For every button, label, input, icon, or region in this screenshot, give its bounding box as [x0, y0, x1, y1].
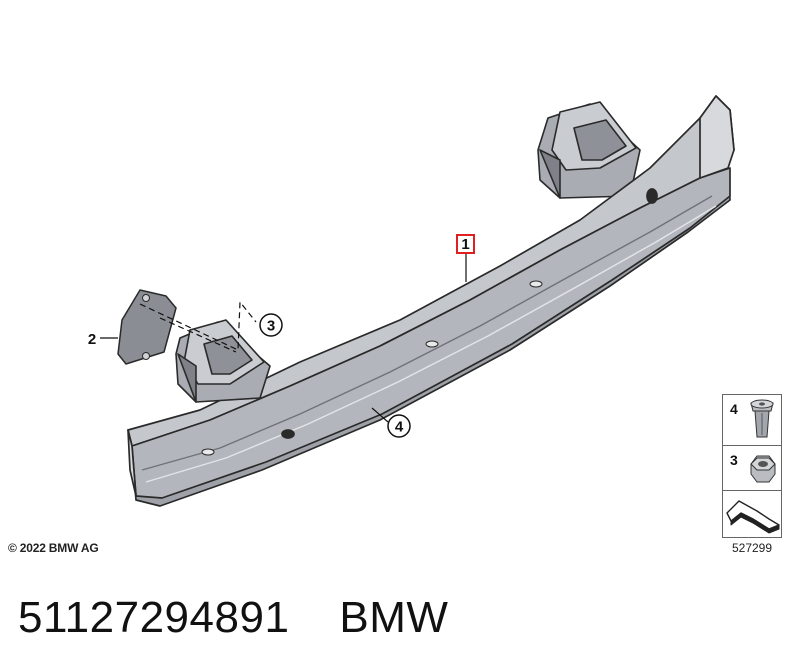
callout-3: 3: [259, 313, 283, 337]
left-crash-box: [175, 319, 271, 403]
right-crash-box: [537, 101, 641, 199]
callout-3-number: 3: [267, 318, 275, 335]
callout-1-highlight-box: [456, 234, 475, 254]
callout-2-number: 2: [88, 331, 96, 348]
callout-1-number: 1: [461, 236, 469, 253]
diagram-id: 527299: [731, 541, 773, 555]
brand-name: BMW: [339, 593, 449, 642]
callout-4-number: 4: [395, 419, 404, 436]
orientation-arrow-icon: [726, 500, 780, 534]
part-number: 51127294891: [18, 593, 290, 642]
hex-nut-icon: [750, 455, 776, 483]
footer: 51127294891 BMW: [18, 588, 448, 648]
legend-number: 3: [730, 452, 738, 468]
legend-item-orientation-arrow: [722, 490, 782, 538]
leader-lines: [100, 254, 467, 423]
legend-item-nut-clip: 4: [722, 394, 782, 446]
legend-item-hex-nut: 3: [722, 445, 782, 491]
copyright-notice: © 2022 BMW AG: [8, 541, 99, 555]
legend-number: 4: [730, 401, 738, 417]
callout-1: 1: [456, 234, 475, 254]
callout-4-circle: [387, 414, 411, 438]
exploded-parts-diagram: 1 2 3 4: [88, 95, 735, 507]
callout-3-circle: [259, 313, 283, 337]
parts-legend: 4 3: [722, 394, 782, 538]
cover-plate: [117, 289, 177, 365]
bumper-carrier-beam: [127, 95, 735, 507]
callout-4: 4: [387, 414, 411, 438]
nut-clip-icon: [750, 399, 774, 438]
callout-2: 2: [88, 331, 96, 348]
